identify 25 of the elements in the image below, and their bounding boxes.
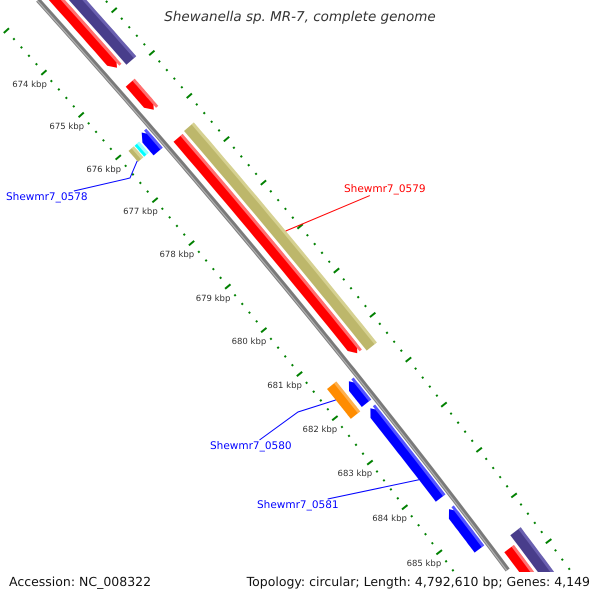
scale-label: 683 kbp bbox=[338, 469, 372, 480]
scale-label: 678 kbp bbox=[160, 250, 194, 261]
gene-label: Shewmr7_0580 bbox=[210, 440, 292, 453]
gene-label: Shewmr7_0579 bbox=[344, 183, 426, 196]
gene-feature bbox=[370, 404, 446, 502]
scale-label: 675 kbp bbox=[49, 122, 84, 133]
gene-label: Shewmr7_0581 bbox=[257, 499, 339, 512]
genome-stats-text: Topology: circular; Length: 4,792,610 bp; Genes: 4,149 bbox=[246, 574, 590, 589]
scale-label: 680 kbp bbox=[232, 337, 266, 348]
leader-line bbox=[73, 160, 138, 192]
gene-feature bbox=[128, 146, 144, 162]
scale-label: 685 kbp bbox=[406, 558, 442, 569]
scale-label: 674 kbp bbox=[12, 80, 47, 90]
scale-label: 684 kbp bbox=[372, 514, 407, 524]
scale-label: 681 kbp bbox=[267, 380, 302, 392]
gene-feature bbox=[327, 382, 360, 419]
accession-text: Accession: NC_008322 bbox=[9, 574, 152, 589]
diagram-title: Shewanella sp. MR-7, complete genome bbox=[163, 9, 437, 26]
gene-label: Shewmr7_0578 bbox=[6, 191, 88, 204]
leader-line bbox=[259, 400, 336, 440]
leader-line bbox=[285, 195, 370, 232]
leader-line bbox=[327, 479, 420, 500]
scale-label: 677 kbp bbox=[123, 207, 158, 218]
scale-label: 679 kbp bbox=[196, 294, 230, 304]
scale-label: 682 kbp bbox=[302, 424, 338, 436]
